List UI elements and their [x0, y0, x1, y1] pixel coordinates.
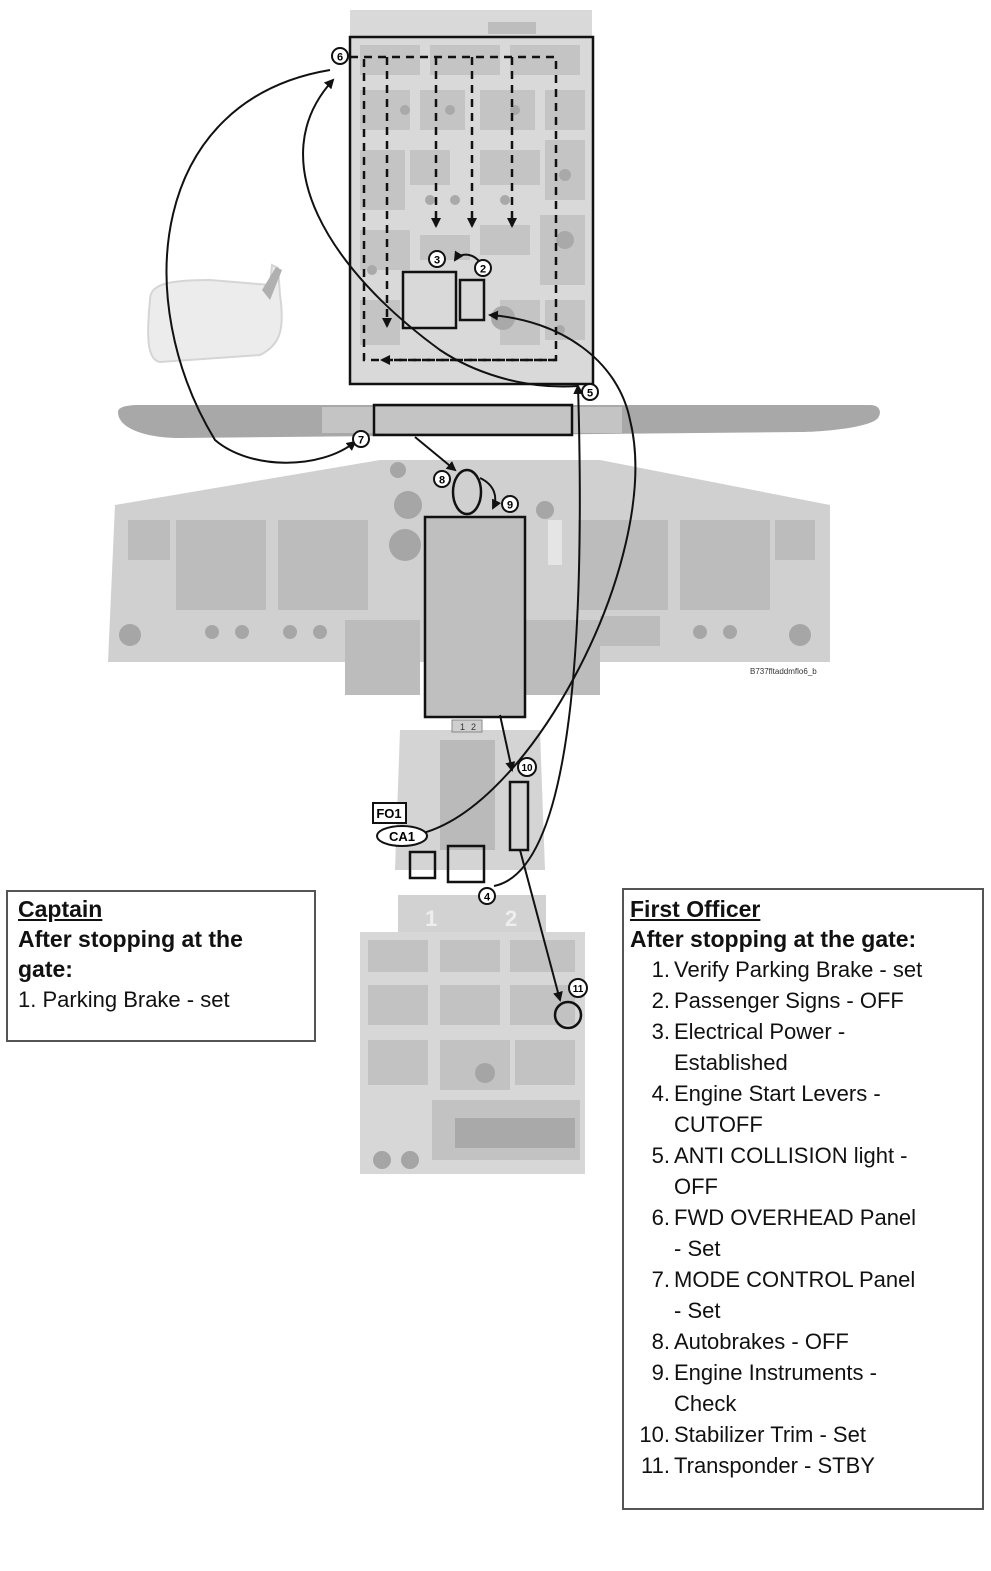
fo-item-10: 10Stabilizer Trim - Set	[630, 1419, 976, 1450]
main-instrument-panel	[108, 460, 830, 719]
step-marker-10: 10	[517, 757, 537, 777]
image-code-label: B737fltaddmflo6_b	[750, 667, 817, 676]
captain-checklist-box: Captain After stopping at the gate: 1Par…	[6, 890, 316, 1042]
svg-text:FO1: FO1	[376, 806, 401, 821]
fo-item-4: 4Engine Start Levers -CUTOFF	[630, 1078, 976, 1140]
svg-text:11: 11	[573, 984, 584, 995]
fo-subtitle: After stopping at the gate:	[630, 926, 917, 952]
svg-text:CA1: CA1	[389, 829, 415, 844]
pedestal-label-1: 1	[425, 906, 437, 931]
fo-items: 1Verify Parking Brake - set 2Passenger S…	[630, 954, 976, 1481]
step-marker-6: 6	[331, 47, 349, 65]
svg-text:6: 6	[337, 52, 343, 64]
first-officer-checklist-box: First Officer After stopping at the gate…	[622, 888, 984, 1510]
captain-item-1: 1Parking Brake - set	[18, 984, 304, 1015]
svg-text:9: 9	[507, 500, 513, 512]
step-marker-3: 3	[428, 250, 446, 268]
overhead-scan-flow	[350, 55, 558, 365]
fo-item-3: 3Electrical Power -Established	[630, 1016, 976, 1078]
fo-item-8: 8Autobrakes - OFF	[630, 1326, 976, 1357]
aft-pedestal: 1 2	[360, 895, 585, 1174]
pedestal-label-2: 2	[505, 906, 517, 931]
cockpit-window-outline	[147, 263, 283, 364]
step-marker-11: 11	[568, 978, 588, 998]
step-marker-7: 7	[352, 430, 370, 448]
captain-title: Captain	[18, 896, 103, 922]
fo-item-11: 11Transponder - STBY	[630, 1450, 976, 1481]
throttle-label-1: 1	[460, 722, 465, 732]
svg-text:3: 3	[434, 255, 440, 267]
captain-subtitle-line2: gate:	[18, 956, 73, 982]
fo-item-7: 7MODE CONTROL Panel- Set	[630, 1264, 976, 1326]
svg-text:4: 4	[484, 892, 491, 904]
svg-text:2: 2	[480, 264, 486, 276]
throttle-label-2: 2	[471, 722, 476, 732]
step-marker-9: 9	[501, 495, 519, 513]
step-marker-5: 5	[581, 383, 599, 401]
glareshield	[118, 403, 880, 438]
step-marker-2: 2	[474, 259, 492, 277]
svg-text:10: 10	[521, 763, 533, 774]
step-marker-8: 8	[433, 470, 451, 488]
fo-item-9: 9Engine Instruments -Check	[630, 1357, 976, 1419]
captain-subtitle-line1: After stopping at the	[18, 926, 243, 952]
ca1-label: CA1	[376, 825, 428, 847]
fo-item-1: 1Verify Parking Brake - set	[630, 954, 976, 985]
svg-text:8: 8	[439, 475, 445, 487]
fo-title: First Officer	[630, 896, 761, 922]
svg-text:5: 5	[587, 388, 593, 400]
fo1-label: FO1	[372, 802, 407, 824]
fo-item-6: 6FWD OVERHEAD Panel- Set	[630, 1202, 976, 1264]
step-marker-4: 4	[478, 887, 496, 905]
svg-text:7: 7	[358, 435, 364, 447]
fo-item-5: 5ANTI COLLISION light -OFF	[630, 1140, 976, 1202]
captain-items: 1Parking Brake - set	[18, 984, 304, 1015]
fo-item-2: 2Passenger Signs - OFF	[630, 985, 976, 1016]
